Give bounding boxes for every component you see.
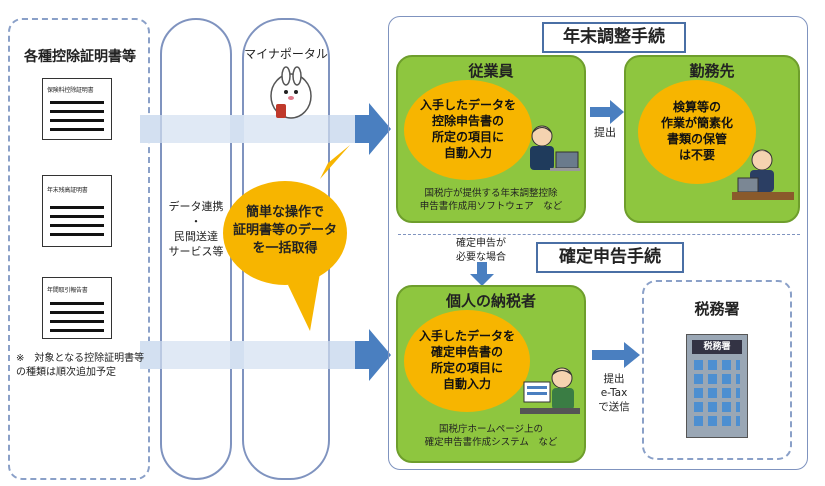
certificates-panel	[8, 18, 150, 480]
document-title: 年末残高証明書	[47, 187, 88, 194]
employee-title: 従業員	[468, 62, 514, 80]
tax-office-building-icon: 税務署	[686, 334, 748, 438]
tax-return-condition-label: 確定申告が 必要な場合	[456, 238, 506, 263]
office-worker-icon	[732, 149, 794, 200]
employee-at-computer-icon	[530, 125, 580, 171]
lower-flow-arrow	[355, 329, 391, 381]
mynaportal-mascot-icon	[270, 66, 312, 119]
bulk-acquisition-text: 簡単な操作で 証明書等のデータ を一括取得	[232, 205, 337, 257]
employee-software-caption: 国税庁が提供する年末調整控除 申告書作成用ソフトウェア など	[419, 188, 563, 212]
document-title: 年間取引報告書	[47, 287, 88, 294]
tax-office-box	[642, 280, 792, 460]
mynaportal-label: マイナポータル	[244, 47, 328, 61]
additional-certificates-note: ※ 対象となる控除証明書等の種類は順次追加予定	[16, 353, 145, 378]
tax-return-title: 確定申告手続	[536, 242, 684, 273]
year-end-adjustment-title: 年末調整手続	[542, 22, 686, 53]
employee-autofill-bubble: 入手したデータを 控除申告書の 所定の項目に 自動入力	[404, 80, 532, 180]
employer-title: 勤務先	[689, 62, 735, 80]
individual-taxpayer-title: 個人の納税者	[445, 292, 536, 310]
etax-submit-label: 提出 e-Tax で送信	[598, 373, 630, 414]
employee-autofill-text: 入手したデータを 控除申告書の 所定の項目に 自動入力	[419, 98, 516, 160]
year-end-balance-certificate-document: 年末残高証明書	[42, 175, 112, 247]
employer-benefit-text: 検算等の 作業が簡素化 書類の保管 は不要	[660, 100, 733, 162]
tax-office-title: 税務署	[694, 300, 740, 318]
submit-arrow-icon	[590, 100, 624, 124]
bulk-acquisition-bubble-shape	[223, 145, 350, 331]
upper-flow-arrow	[355, 103, 391, 155]
section-divider	[398, 234, 800, 235]
taxpayer-autofill-bubble: 入手したデータを 確定申告書の 所定の項目に 自動入力	[404, 310, 530, 412]
etax-submit-arrow-icon	[592, 342, 640, 368]
taxpayer-autofill-text: 入手したデータを 確定申告書の 所定の項目に 自動入力	[418, 329, 515, 391]
document-title: 保険料控除証明書	[47, 87, 94, 94]
certificates-panel-title: 各種控除証明書等	[24, 49, 136, 65]
taxpayer-system-caption: 国税庁ホームページ上の 確定申告書作成システム など	[424, 424, 558, 448]
tax-office-sign: 税務署	[692, 340, 742, 354]
taxpayer-at-computer-icon	[520, 367, 580, 414]
down-arrow-icon	[470, 262, 494, 286]
data-linkage-label: データ連携 ・ 民間送達 サービス等	[168, 200, 224, 258]
data-linkage-pill	[160, 18, 232, 480]
employer-benefit-bubble: 検算等の 作業が簡素化 書類の保管 は不要	[638, 80, 756, 184]
submit-label: 提出	[594, 126, 616, 139]
insurance-certificate-document: 保険料控除証明書	[42, 78, 112, 140]
procedures-frame	[388, 16, 808, 470]
annual-transaction-report-document: 年間取引報告書	[42, 277, 112, 339]
